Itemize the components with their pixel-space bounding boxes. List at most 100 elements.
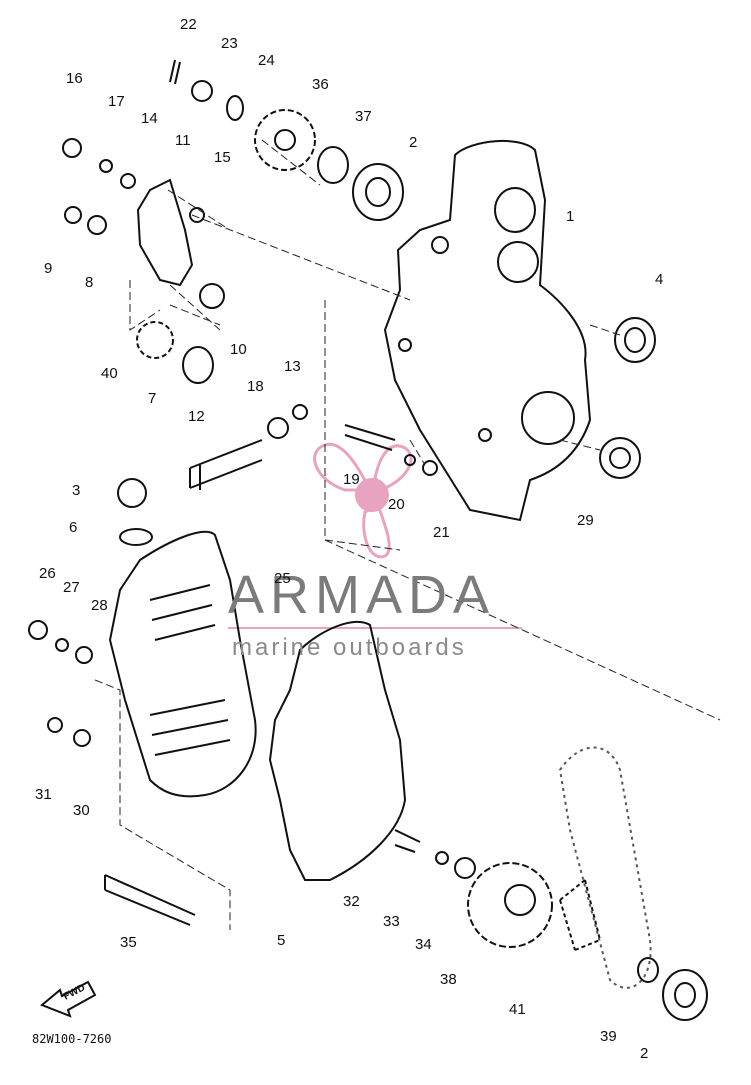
- callout-7: 7: [148, 390, 157, 407]
- callout-9: 9: [44, 260, 53, 277]
- callout-11: 11: [175, 132, 191, 149]
- housing-part-1: [383, 139, 592, 522]
- callout-3: 3: [72, 482, 81, 499]
- callout-21: 21: [433, 524, 450, 541]
- seal-part-29: [599, 437, 641, 479]
- bearing-part-2-top: [352, 163, 404, 221]
- seal-part-4: [614, 317, 656, 363]
- callout-27: 27: [63, 579, 80, 596]
- collar-part-37: [317, 146, 349, 184]
- sprocket-part-36: [254, 109, 316, 171]
- bolt-part-16: [62, 138, 82, 158]
- housing-boss: [431, 236, 449, 254]
- assembly-guide-lines: [94, 139, 721, 930]
- armada-propeller-logo: [313, 442, 413, 559]
- callout-25: 25: [274, 570, 291, 587]
- gasket-part-5: [268, 620, 407, 881]
- callout-18: 18: [247, 378, 264, 395]
- seal-part-4-inner: [624, 327, 646, 353]
- washer-part-8: [87, 215, 107, 235]
- callout-22: 22: [180, 16, 197, 33]
- housing-bore-mid: [497, 241, 539, 283]
- bracket-part-11: [136, 178, 194, 287]
- diagram-reference-code: 82W100-7260: [32, 1032, 112, 1046]
- callout-37: 37: [355, 108, 372, 125]
- bolt-part-31: [47, 717, 63, 733]
- callout-4: 4: [655, 271, 664, 288]
- callout-39: 39: [600, 1028, 617, 1045]
- callout-8: 8: [85, 274, 94, 291]
- seal-part-29-inner: [609, 447, 631, 469]
- housing-bore-lower: [521, 391, 575, 445]
- callout-30: 30: [73, 802, 90, 819]
- callout-34: 34: [415, 936, 432, 953]
- watermark-brand: ARMADA: [228, 565, 496, 625]
- cover-fins: [149, 584, 231, 756]
- bushing-part-7: [182, 346, 214, 384]
- callout-2-bottom: 2: [640, 1045, 649, 1062]
- plug-part-3: [117, 478, 147, 508]
- callout-24: 24: [258, 52, 275, 69]
- sprocket-part-40: [136, 321, 174, 359]
- callout-1: 1: [566, 208, 575, 225]
- callout-36: 36: [312, 76, 329, 93]
- washer-part-21: [422, 460, 438, 476]
- bearing-part-2-bottom-inner: [674, 982, 696, 1008]
- bearing-part-2-top-inner: [365, 177, 391, 207]
- sprocket-part-38: [467, 862, 553, 948]
- callout-5: 5: [277, 932, 286, 949]
- callout-12: 12: [188, 408, 205, 425]
- washer-part-24: [226, 95, 244, 121]
- bolt-part-35: [104, 874, 196, 926]
- washer-part-28: [75, 646, 93, 664]
- washer-part-27: [55, 638, 69, 652]
- callout-26: 26: [39, 565, 56, 582]
- callout-20: 20: [388, 496, 405, 513]
- callout-23: 23: [221, 35, 238, 52]
- housing-boss-3: [478, 428, 492, 442]
- callout-15: 15: [214, 149, 231, 166]
- nut-part-23: [191, 80, 213, 102]
- bolt-part-12: [189, 439, 263, 490]
- callout-16: 16: [66, 70, 83, 87]
- callout-6: 6: [69, 519, 78, 536]
- washer-part-13: [292, 404, 308, 420]
- washer-part-30: [73, 729, 91, 747]
- callout-38: 38: [440, 971, 457, 988]
- callout-28: 28: [91, 597, 108, 614]
- sprocket-part-38-hub: [504, 884, 536, 916]
- cover-part-25: [108, 530, 257, 798]
- bolt-part-26: [28, 620, 48, 640]
- washer-part-34: [454, 857, 476, 879]
- callout-13: 13: [284, 358, 301, 375]
- callout-40: 40: [101, 365, 118, 382]
- pin-part-32: [394, 829, 421, 853]
- washer-part-39: [637, 957, 659, 983]
- collar-part-18: [267, 417, 289, 439]
- callout-10: 10: [230, 341, 247, 358]
- callout-33: 33: [383, 913, 400, 930]
- fwd-arrow-icon: [40, 980, 97, 1018]
- chain-loop-outline: [558, 746, 652, 989]
- callout-35: 35: [120, 934, 137, 951]
- housing-bore-upper: [494, 187, 536, 233]
- o-ring-part-6: [119, 528, 153, 546]
- bolt-part-19: [344, 424, 396, 451]
- washer-part-9: [64, 206, 82, 224]
- pin-part-10: [199, 283, 225, 309]
- callout-31: 31: [35, 786, 52, 803]
- chain-part-41: [559, 879, 601, 951]
- callout-41: 41: [509, 1001, 526, 1018]
- washer-part-33: [435, 851, 449, 865]
- bearing-part-2-bottom: [662, 969, 708, 1021]
- callout-2-top: 2: [409, 134, 418, 151]
- watermark-tagline: marine outboards: [232, 634, 467, 661]
- callout-14: 14: [141, 110, 158, 127]
- washer-part-14: [120, 173, 136, 189]
- callout-17: 17: [108, 93, 125, 110]
- collar-part-15: [189, 207, 205, 223]
- washer-part-17: [99, 159, 113, 173]
- washer-part-20: [404, 454, 416, 466]
- callout-19: 19: [343, 471, 360, 488]
